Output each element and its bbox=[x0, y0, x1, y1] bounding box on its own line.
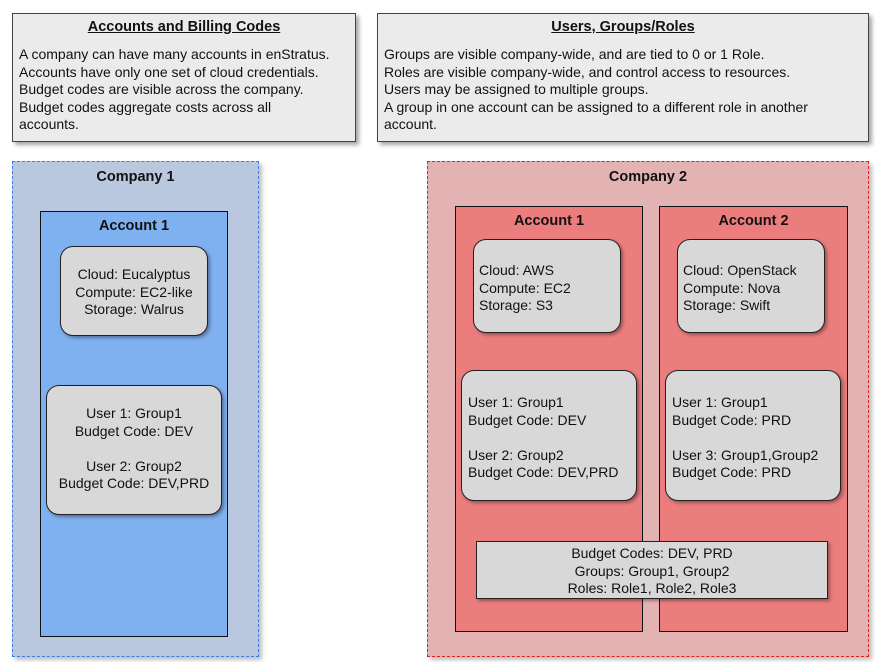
groups-line: Groups: Group1, Group2 bbox=[574, 562, 730, 579]
roles-line: Roles: Role1, Role2, Role3 bbox=[567, 580, 737, 596]
cloud-line: Cloud: AWS bbox=[479, 262, 554, 278]
cloud-line: Cloud: Eucalyptus bbox=[77, 266, 191, 282]
user-line: User 1: Group1 bbox=[672, 394, 768, 410]
compute-line: Compute: Nova bbox=[683, 279, 781, 296]
users-box: User 1: Group1 Budget Code: PRD User 3: … bbox=[665, 370, 841, 501]
cloud-info-box: Cloud: AWS Compute: EC2 Storage: S3 bbox=[473, 239, 621, 333]
cloud-info-box: Cloud: Eucalyptus Compute: EC2-like Stor… bbox=[60, 246, 208, 336]
text-line: account. bbox=[384, 116, 437, 132]
text-line: Accounts have only one set of cloud cred… bbox=[19, 63, 319, 80]
text-line: Groups are visible company-wide, and are… bbox=[384, 46, 765, 62]
accounts-billing-title: Accounts and Billing Codes bbox=[87, 19, 281, 35]
company-1-account-1: Account 1 Cloud: Eucalyptus Compute: EC2… bbox=[40, 211, 228, 637]
user-line: User 2: Group2 bbox=[86, 457, 182, 474]
users-groups-text: Groups are visible company-wide, and are… bbox=[378, 39, 868, 134]
budget-line: Budget Code: DEV bbox=[74, 422, 194, 439]
company-2-account-1: Account 1 Cloud: AWS Compute: EC2 Storag… bbox=[455, 206, 643, 632]
cloud-line: Cloud: OpenStack bbox=[683, 262, 797, 278]
budget-line: Budget Code: DEV bbox=[468, 411, 587, 428]
users-groups-title: Users, Groups/Roles bbox=[551, 19, 695, 35]
users-box: User 1: Group1 Budget Code: DEV User 2: … bbox=[46, 385, 222, 515]
budget-line: Budget Code: PRD bbox=[672, 411, 792, 428]
accounts-billing-text: A company can have many accounts in enSt… bbox=[13, 39, 355, 134]
users-box: User 1: Group1 Budget Code: DEV User 2: … bbox=[461, 370, 637, 501]
text-line: Budget codes aggregate costs across all bbox=[19, 98, 272, 115]
company-2: Company 2 Account 1 Cloud: AWS Compute: … bbox=[427, 161, 869, 657]
user-line: User 1: Group1 bbox=[468, 394, 564, 410]
spacer-line bbox=[672, 429, 840, 447]
budget-line: Budget Code: PRD bbox=[672, 464, 792, 480]
budget-line: Budget Code: DEV,PRD bbox=[468, 464, 619, 480]
cloud-info-box: Cloud: OpenStack Compute: Nova Storage: … bbox=[677, 239, 825, 333]
text-line: A group in one account can be assigned t… bbox=[384, 98, 808, 115]
budget-codes-line: Budget Codes: DEV, PRD bbox=[571, 545, 733, 561]
account-title: Account 2 bbox=[718, 213, 789, 229]
user-line: User 1: Group1 bbox=[86, 405, 182, 421]
storage-line: Storage: S3 bbox=[479, 297, 553, 313]
shared-company-box: Budget Codes: DEV, PRD Groups: Group1, G… bbox=[476, 541, 828, 599]
compute-line: Compute: EC2 bbox=[479, 279, 571, 296]
account-title: Account 1 bbox=[98, 218, 170, 234]
company-2-title: Company 2 bbox=[608, 169, 688, 185]
text-line: Budget codes are visible across the comp… bbox=[19, 81, 304, 97]
budget-line: Budget Code: DEV,PRD bbox=[58, 475, 210, 491]
text-line: accounts. bbox=[19, 116, 79, 132]
text-line: Users may be assigned to multiple groups… bbox=[384, 81, 649, 97]
text-line: A company can have many accounts in enSt… bbox=[19, 46, 330, 62]
users-groups-box: Users, Groups/Roles Groups are visible c… bbox=[377, 13, 869, 142]
account-title: Account 1 bbox=[513, 213, 585, 229]
spacer-line bbox=[47, 440, 221, 458]
company-1: Company 1 Account 1 Cloud: Eucalyptus Co… bbox=[12, 161, 259, 657]
compute-line: Compute: EC2-like bbox=[75, 283, 193, 300]
accounts-billing-box: Accounts and Billing Codes A company can… bbox=[12, 13, 356, 142]
storage-line: Storage: Swift bbox=[683, 297, 771, 313]
spacer-line bbox=[468, 429, 636, 447]
text-line: Roles are visible company-wide, and cont… bbox=[384, 63, 791, 80]
user-line: User 2: Group2 bbox=[468, 446, 564, 463]
company-1-title: Company 1 bbox=[96, 169, 175, 185]
storage-line: Storage: Walrus bbox=[84, 301, 184, 317]
user-line: User 3: Group1,Group2 bbox=[672, 446, 819, 463]
